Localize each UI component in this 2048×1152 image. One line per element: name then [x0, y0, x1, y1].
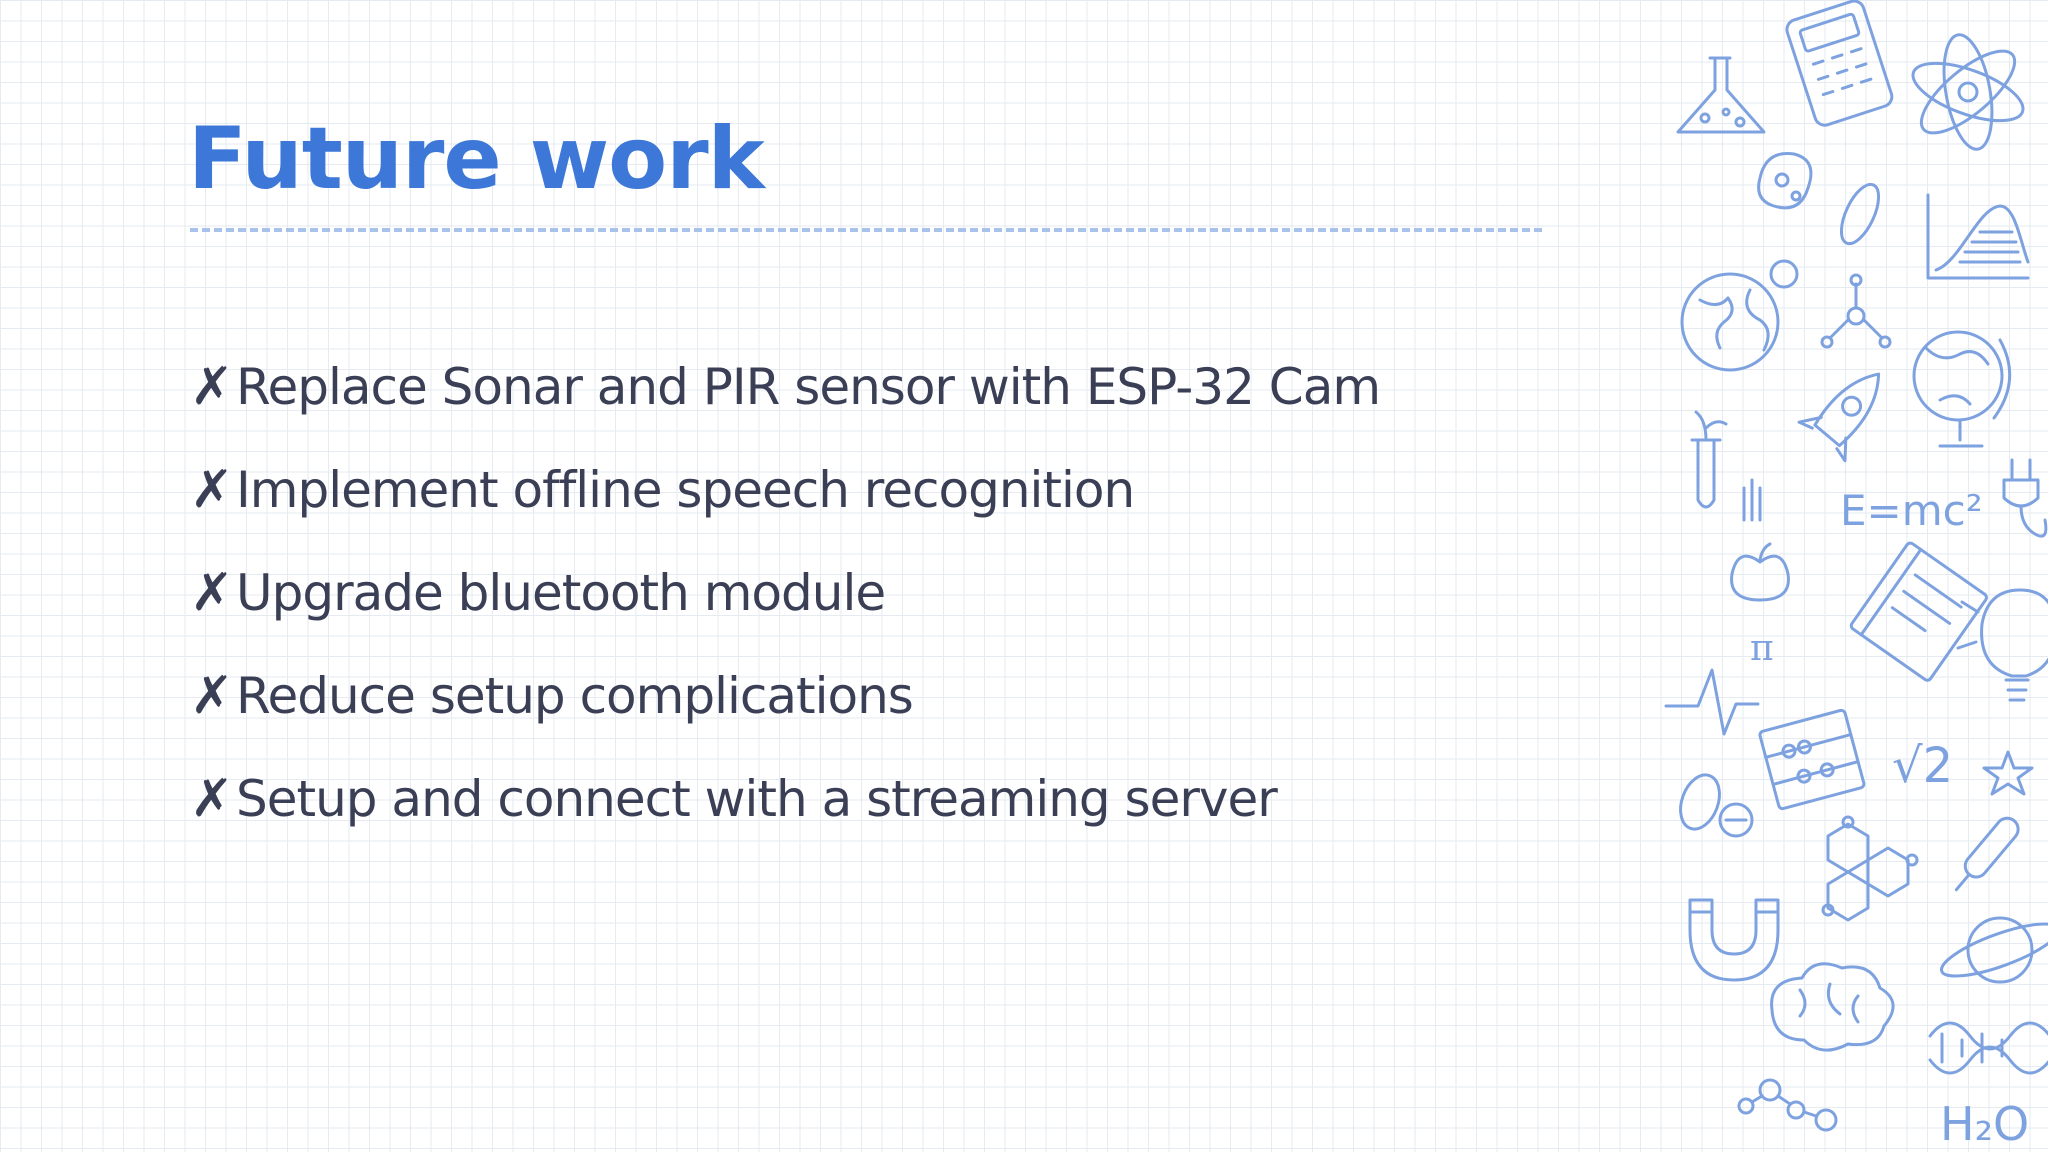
bullet-text: Upgrade bluetooth module	[236, 563, 886, 622]
rocket-icon	[1797, 372, 1881, 463]
flask-icon	[1676, 56, 1766, 134]
test-tube-icon	[1690, 410, 1762, 522]
bullet-item: ✗ Replace Sonar and PIR sensor with ESP-…	[190, 335, 1381, 438]
bullet-text: Setup and connect with a streaming serve…	[236, 769, 1278, 828]
calculator-icon	[1785, 0, 1894, 127]
cross-icon: ✗	[190, 665, 234, 726]
heartbeat-icon	[1664, 668, 1760, 736]
formula-emc2: E=mc²	[1840, 486, 1983, 535]
cross-icon: ✗	[190, 459, 234, 520]
formula-h2o: H₂O	[1940, 1097, 2029, 1151]
brain-icon	[1770, 962, 1895, 1052]
bullet-text: Replace Sonar and PIR sensor with ESP-32…	[236, 357, 1381, 416]
bullet-item: ✗ Reduce setup complications	[190, 644, 1380, 747]
formula-pi: π	[1750, 628, 1774, 669]
bullet-item: ✗ Setup and connect with a streaming ser…	[190, 747, 1380, 850]
magnet-icon	[1688, 898, 1780, 982]
bullet-item: ✗ Upgrade bluetooth module	[190, 541, 1380, 644]
bullet-item: ✗ Implement offline speech recognition	[190, 438, 1380, 541]
earth-icon	[1680, 259, 1799, 372]
chemistry-structure-icon	[1821, 815, 1919, 922]
apple-icon	[1730, 542, 1790, 602]
bullet-list: ✗ Replace Sonar and PIR sensor with ESP-…	[190, 335, 1381, 850]
slide-title: Future work	[188, 109, 765, 209]
pills-icon	[1679, 773, 1754, 838]
bacteria-icon	[1757, 152, 1881, 246]
cross-icon: ✗	[190, 356, 234, 417]
book-icon	[1849, 541, 1988, 682]
plug-icon	[2002, 458, 2048, 538]
star-icon	[1982, 750, 2034, 796]
planet-icon	[1939, 916, 2048, 984]
cross-icon: ✗	[190, 562, 234, 623]
molecule-icon	[1820, 273, 1892, 349]
globe-icon	[1912, 330, 2012, 448]
formula-sqrt2: √2	[1892, 738, 1953, 794]
cross-icon: ✗	[190, 768, 234, 829]
bullet-text: Reduce setup complications	[236, 666, 914, 725]
molecule-model-icon	[1737, 1078, 1838, 1132]
title-divider	[190, 228, 1542, 232]
dna-icon	[1928, 1021, 2048, 1075]
graph-icon	[1926, 193, 2030, 280]
bullet-text: Implement offline speech recognition	[236, 460, 1135, 519]
lightbulb-icon	[1956, 588, 2048, 702]
atom-icon	[1911, 33, 2025, 151]
thermometer-icon	[1954, 816, 2020, 892]
science-doodles-panel: E=mc² π √2	[1660, 0, 2048, 1152]
abacus-icon	[1758, 708, 1866, 811]
